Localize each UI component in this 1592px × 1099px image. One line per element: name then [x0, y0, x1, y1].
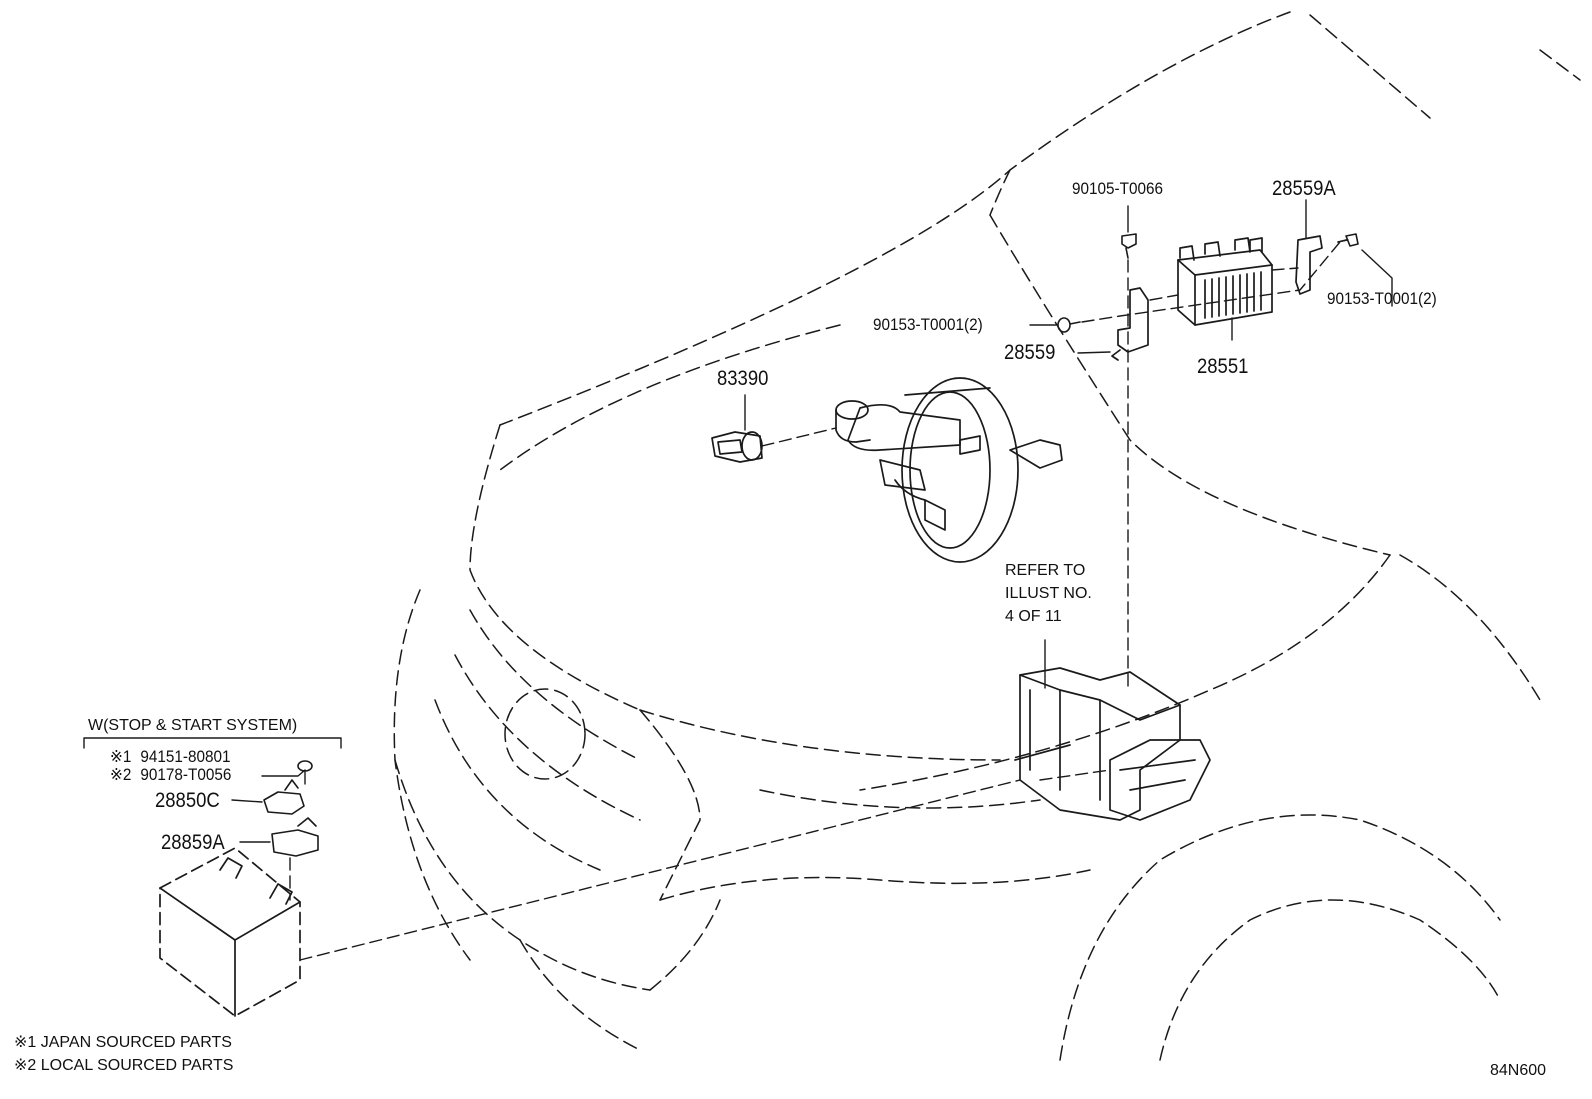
option-item-2: ※2 90178-T0056	[110, 766, 231, 783]
refer-note: REFER TO ILLUST NO. 4 OF 11	[1005, 559, 1092, 628]
leader-lines	[83, 199, 1393, 843]
option-item-1-part: 94151-80801	[140, 747, 231, 766]
part-label-28850C: 28850C	[155, 789, 220, 812]
part-label-90105: 90105-T0066	[1072, 179, 1164, 198]
brake-booster	[835, 377, 1063, 563]
refer-note-line2: ILLUST NO.	[1005, 585, 1092, 602]
vehicle-body-outline	[393, 11, 1581, 1061]
legend-japan-sourced: ※1 JAPAN SOURCED PARTS	[14, 1034, 232, 1051]
part-label-90153-right: 90153-T0001(2)	[1327, 289, 1437, 308]
sensor-83390	[711, 431, 763, 463]
part-label-28559: 28559	[1004, 341, 1056, 364]
figure-code: 84N600	[1490, 1062, 1547, 1079]
part-label-28559A: 28559A	[1272, 177, 1336, 200]
legend-local-sourced: ※2 LOCAL SOURCED PARTS	[14, 1057, 234, 1074]
option-item-2-part: 90178-T0056	[140, 765, 232, 784]
bracket-28559	[1111, 287, 1149, 361]
bracket-28559A	[1295, 235, 1323, 295]
bolts	[1057, 233, 1359, 333]
option-item-2-mark: ※2	[110, 765, 132, 784]
dashed-connections	[289, 239, 1349, 961]
fuse-block	[1014, 667, 1211, 821]
option-box-title: W(STOP & START SYSTEM)	[88, 717, 298, 734]
battery	[159, 847, 301, 1017]
refer-note-line3: 4 OF 11	[1005, 608, 1062, 625]
refer-note-line1: REFER TO	[1005, 562, 1086, 579]
part-label-28859A: 28859A	[161, 831, 225, 854]
module-28551	[1177, 237, 1273, 326]
option-item-1: ※1 94151-80801	[110, 748, 231, 765]
option-item-1-mark: ※1	[110, 747, 132, 766]
part-label-83390: 83390	[717, 367, 769, 390]
part-label-28551: 28551	[1197, 355, 1249, 378]
stop-start-parts	[263, 760, 319, 857]
part-label-90153-left: 90153-T0001(2)	[873, 315, 983, 334]
